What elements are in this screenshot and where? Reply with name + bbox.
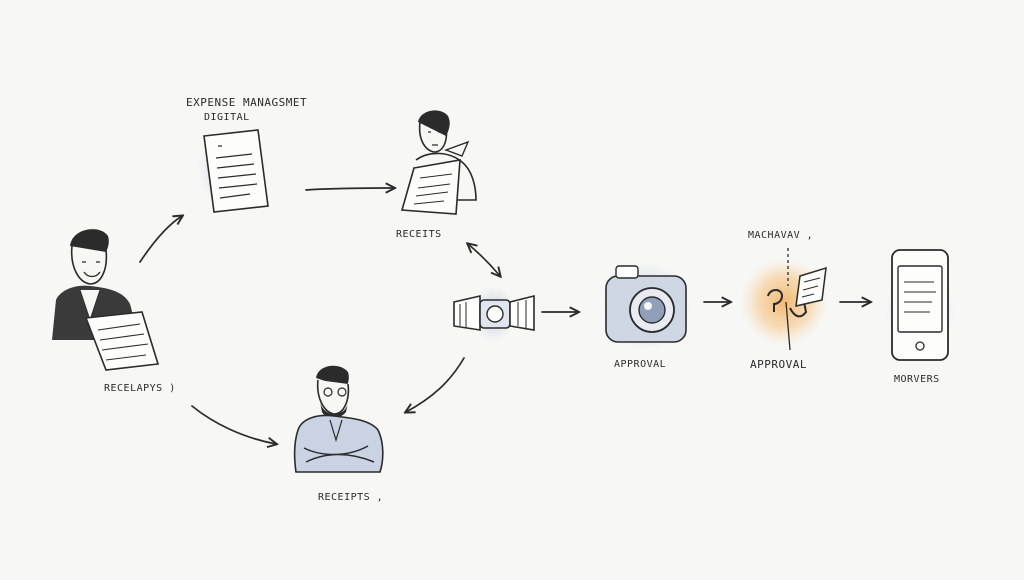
camera-icon — [602, 262, 690, 350]
person-holding-receipt-icon — [400, 110, 477, 215]
machine-note-label: MACHAVAV , — [748, 230, 814, 241]
receipts-top-label: RECEITS — [396, 229, 442, 240]
person-holding-receipt-icon — [52, 229, 160, 371]
scanner-icon — [453, 286, 535, 342]
arrow-employee-to-document — [139, 216, 182, 263]
approval-mechanism-icon — [740, 248, 828, 351]
arrow-employee-to-person-bottom — [191, 405, 276, 444]
approval-camera-label: APPROVAL — [614, 359, 667, 370]
arrow-document-to-person — [305, 188, 394, 190]
receipts-bottom-label: RECEIPTS , — [318, 492, 384, 503]
person-arms-crossed-icon — [293, 365, 384, 473]
approval-glow-label: APPROVAL — [750, 358, 807, 371]
receipts-left-label: RECELAPYS ) — [104, 383, 176, 394]
movers-label: MORVERS — [894, 374, 940, 385]
flow-arrows — [139, 188, 870, 444]
arrow-person-scanner-bidirectional — [468, 244, 500, 276]
header-label: EXPENSE MANAGSMET — [186, 96, 308, 109]
document-icon — [198, 129, 269, 213]
arrow-scanner-to-person-bottom — [406, 357, 465, 412]
phone-icon — [886, 249, 954, 361]
header-sublabel: DIGITAL — [204, 112, 250, 123]
